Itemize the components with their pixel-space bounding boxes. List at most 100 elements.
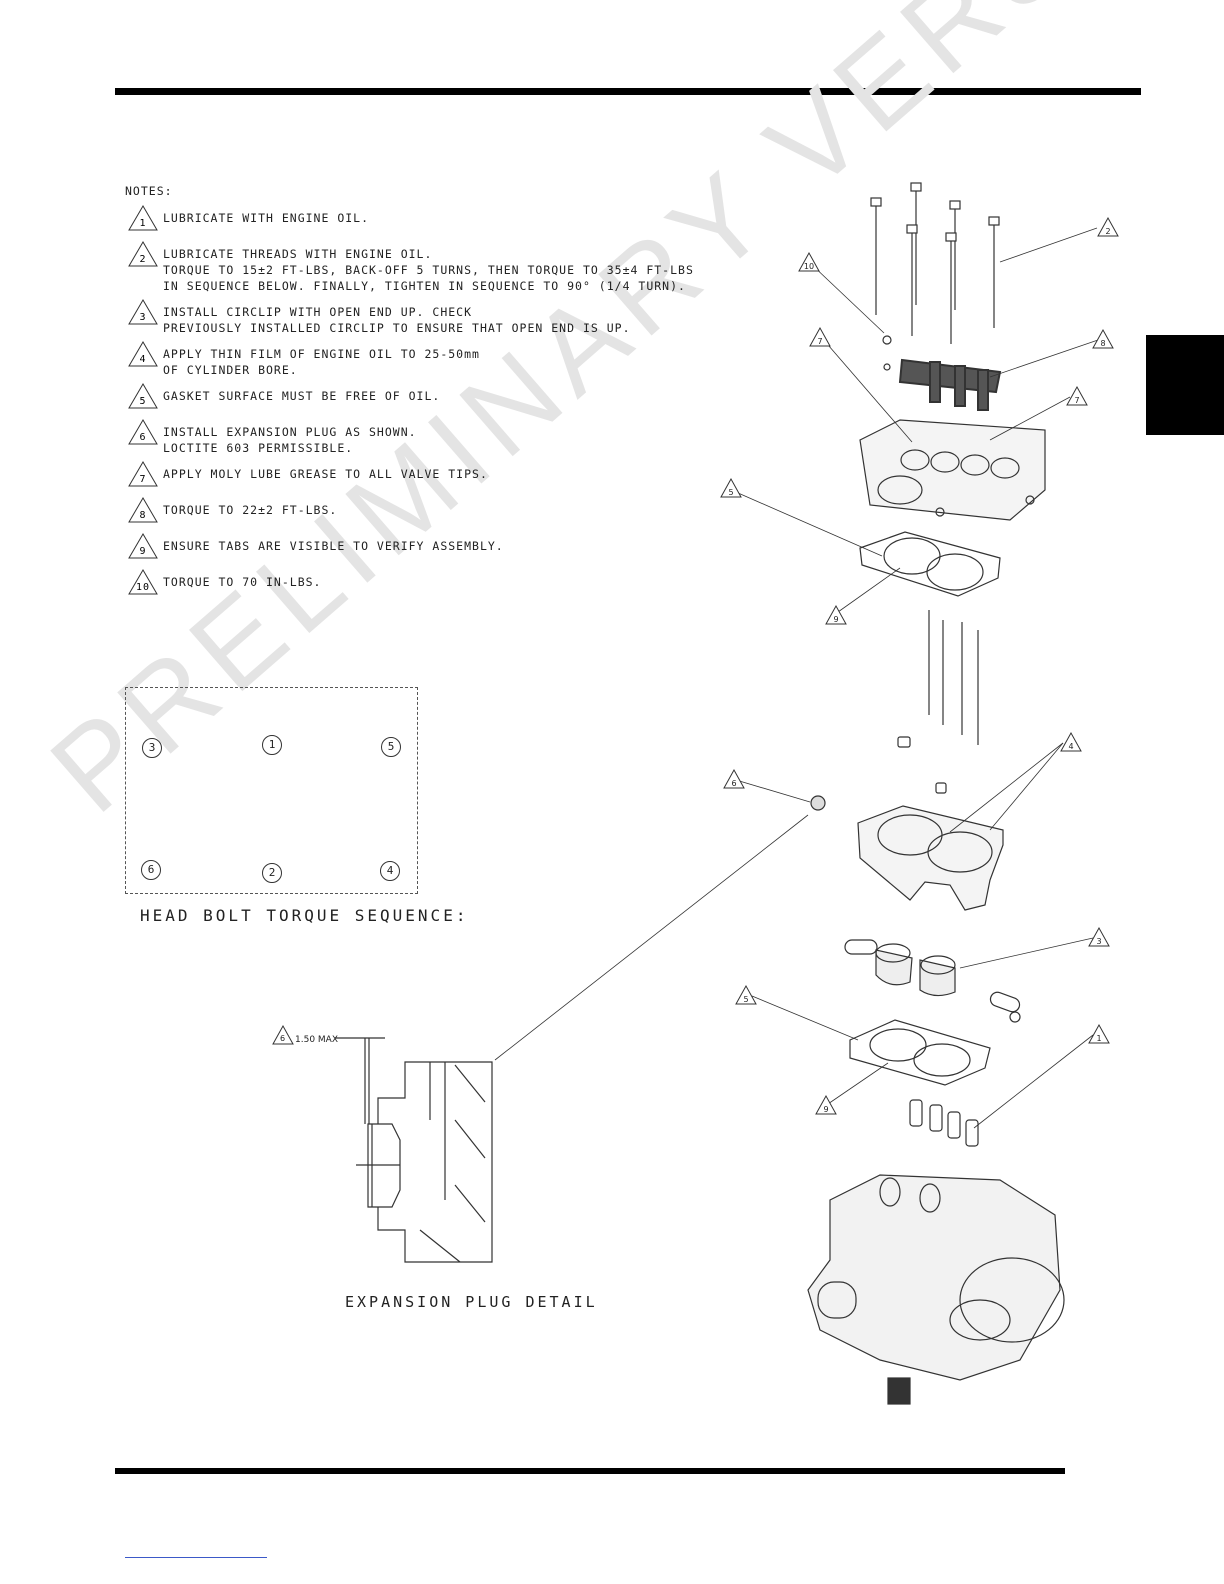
crankcase-icon (807, 1174, 1065, 1405)
torque-position: 1 (262, 735, 282, 755)
note-number: 7 (139, 474, 146, 485)
note-number: 9 (139, 546, 146, 557)
base-gasket-icon (849, 1019, 991, 1086)
cylinder-head-icon (859, 419, 1046, 521)
torque-sequence-box: 3 1 5 6 2 4 (125, 687, 418, 894)
diagram-callouts: 10 2 7 8 7 5 9 6 4 3 5 9 1 (720, 216, 1119, 1115)
note-text-line: INSTALL CIRCLIP WITH OPEN END UP. CHECK (163, 305, 473, 319)
footer-link-underline (125, 1557, 267, 1558)
diagram-callout: 10 (798, 251, 820, 272)
diagram-callout: 3 (1088, 926, 1110, 947)
torque-position: 2 (262, 863, 282, 883)
note-number-triangle-icon: 6 (128, 419, 158, 445)
pistons-icon (844, 939, 1021, 1023)
diagram-callout-num: 2 (1105, 227, 1110, 236)
diagram-callout: 5 (735, 984, 757, 1005)
note-item: 10 TORQUE TO 70 IN-LBS. (125, 569, 685, 600)
diagram-callout: 6 (723, 768, 745, 789)
cylinder-block-icon (857, 805, 1004, 911)
note-number: 1 (139, 218, 146, 229)
chapter-tab (1146, 335, 1224, 435)
diagram-callout-num: 3 (1096, 937, 1101, 946)
diagram-callout: 9 (825, 604, 847, 625)
expansion-plug-callout-num: 6 (280, 1034, 285, 1043)
note-number-triangle-icon: 7 (128, 461, 158, 487)
torque-position: 6 (141, 860, 161, 880)
diagram-callout: 7 (809, 326, 831, 347)
note-number-triangle-icon: 5 (128, 383, 158, 409)
note-number: 3 (139, 312, 146, 323)
diagram-callout: 2 (1097, 216, 1119, 237)
note-number: 2 (139, 254, 146, 265)
note-number-triangle-icon: 8 (128, 497, 158, 523)
note-item: 3 INSTALL CIRCLIP WITH OPEN END UP. CHECK… (125, 299, 685, 336)
note-text-line: GASKET SURFACE MUST BE FREE OF OIL. (163, 389, 441, 403)
note-text-line: LOCTITE 603 PERMISSIBLE. (163, 441, 354, 455)
head-bolts-icon (870, 182, 1000, 344)
note-text-line: TORQUE TO 70 IN-LBS. (163, 575, 322, 589)
torque-position: 3 (142, 738, 162, 758)
diagram-callout-num: 5 (743, 995, 748, 1004)
note-item: 9 ENSURE TABS ARE VISIBLE TO VERIFY ASSEM… (125, 533, 685, 564)
bottom-rule (115, 1468, 1065, 1474)
note-text-line: OF CYLINDER BORE. (163, 363, 298, 377)
torque-position: 5 (381, 737, 401, 757)
diagram-callout: 5 (720, 477, 742, 498)
note-item: 7 APPLY MOLY LUBE GREASE TO ALL VALVE TIP… (125, 461, 685, 492)
diagram-callout-num: 1 (1096, 1034, 1101, 1043)
note-text-line: APPLY THIN FILM OF ENGINE OIL TO 25-50mm (163, 347, 480, 361)
note-text-line: TORQUE TO 15±2 FT-LBS, BACK-OFF 5 TURNS,… (163, 263, 694, 277)
note-number-triangle-icon: 9 (128, 533, 158, 559)
diagram-callout-num: 4 (1068, 742, 1073, 751)
rocker-arm-assembly-icon (898, 358, 1002, 411)
lifters-icon (909, 1099, 979, 1147)
diagram-callout-num: 7 (1074, 396, 1079, 405)
note-text-line: LUBRICATE THREADS WITH ENGINE OIL. (163, 247, 433, 261)
diagram-callout-num: 7 (817, 337, 822, 346)
note-number-triangle-icon: 1 (128, 205, 158, 231)
note-text-line: IN SEQUENCE BELOW. FINALLY, TIGHTEN IN S… (163, 279, 686, 293)
note-number-triangle-icon: 10 (128, 569, 158, 595)
torque-position: 4 (380, 861, 400, 881)
note-number-triangle-icon: 2 (128, 241, 158, 267)
diagram-callout-num: 5 (728, 488, 733, 497)
note-item: 2 LUBRICATE THREADS WITH ENGINE OIL. TORQU… (125, 241, 694, 294)
expansion-plug-callout: 6 1.50 MAX (272, 1024, 338, 1045)
diagram-callout-num: 9 (833, 615, 838, 624)
diagram-callout-num: 10 (804, 262, 814, 271)
note-number-triangle-icon: 3 (128, 299, 158, 325)
head-gasket-icon (859, 531, 1001, 597)
diagram-callout: 8 (1092, 328, 1114, 349)
note-number: 8 (139, 510, 146, 521)
diagram-callout-num: 9 (823, 1105, 828, 1114)
note-number: 6 (139, 432, 146, 443)
notes-title: NOTES: (125, 184, 173, 198)
note-text-line: INSTALL EXPANSION PLUG AS SHOWN. (163, 425, 417, 439)
torque-sequence-title: HEAD BOLT TORQUE SEQUENCE: (140, 906, 469, 925)
note-number-triangle-icon: 4 (128, 341, 158, 367)
note-text-line: APPLY MOLY LUBE GREASE TO ALL VALVE TIPS… (163, 467, 488, 481)
expansion-plug-title: EXPANSION PLUG DETAIL (345, 1293, 598, 1311)
diagram-callout: 7 (1066, 385, 1088, 406)
note-number: 10 (136, 582, 150, 593)
push-rods-icon (897, 610, 979, 748)
diagram-callout: 1 (1088, 1023, 1110, 1044)
note-number: 4 (139, 354, 146, 365)
diagram-callout: 9 (815, 1094, 837, 1115)
note-item: 5 GASKET SURFACE MUST BE FREE OF OIL. (125, 383, 685, 414)
diagram-callout-num: 6 (731, 779, 736, 788)
top-rule (115, 88, 1141, 95)
expansion-plug-dimension: 1.50 MAX (295, 1035, 338, 1045)
diagram-callout-num: 8 (1100, 339, 1105, 348)
diagram-callout: 4 (1060, 731, 1082, 752)
note-item: 4 APPLY THIN FILM OF ENGINE OIL TO 25-50m… (125, 341, 685, 378)
note-text-line: PREVIOUSLY INSTALLED CIRCLIP TO ENSURE T… (163, 321, 631, 335)
note-number: 5 (139, 396, 146, 407)
expansion-plug-detail-drawing (335, 1037, 493, 1263)
note-text-line: ENSURE TABS ARE VISIBLE TO VERIFY ASSEMB… (163, 539, 504, 553)
